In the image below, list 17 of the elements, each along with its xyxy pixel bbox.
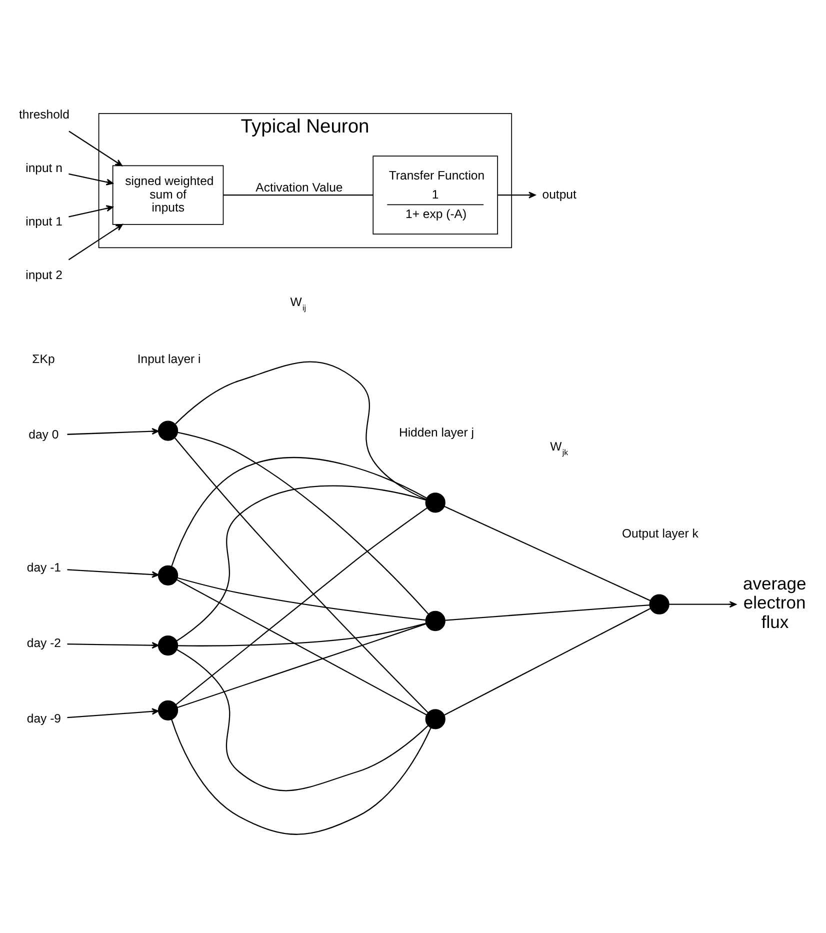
- node-text: day -2: [26, 636, 62, 650]
- node-text: day -9: [26, 710, 62, 725]
- label: Output layer k: [622, 526, 698, 540]
- node-text: input n: [26, 160, 62, 174]
- label: W$_{jk}$: [550, 439, 568, 457]
- node-text: input 1: [26, 214, 62, 228]
- node-text: average electron flux: [742, 572, 806, 632]
- node-text: day 0: [28, 426, 59, 441]
- label: Input layer i: [137, 352, 201, 366]
- node-text: input 2: [26, 267, 62, 282]
- node-text: day -1: [26, 560, 62, 574]
- edge-label: Activation Value: [256, 180, 343, 194]
- label: ΣKp: [32, 352, 55, 366]
- label: W$_{ij}$: [290, 294, 306, 312]
- node-text: output: [542, 186, 576, 201]
- label: Hidden layer j: [398, 425, 474, 440]
- node-text: threshold: [19, 107, 70, 122]
